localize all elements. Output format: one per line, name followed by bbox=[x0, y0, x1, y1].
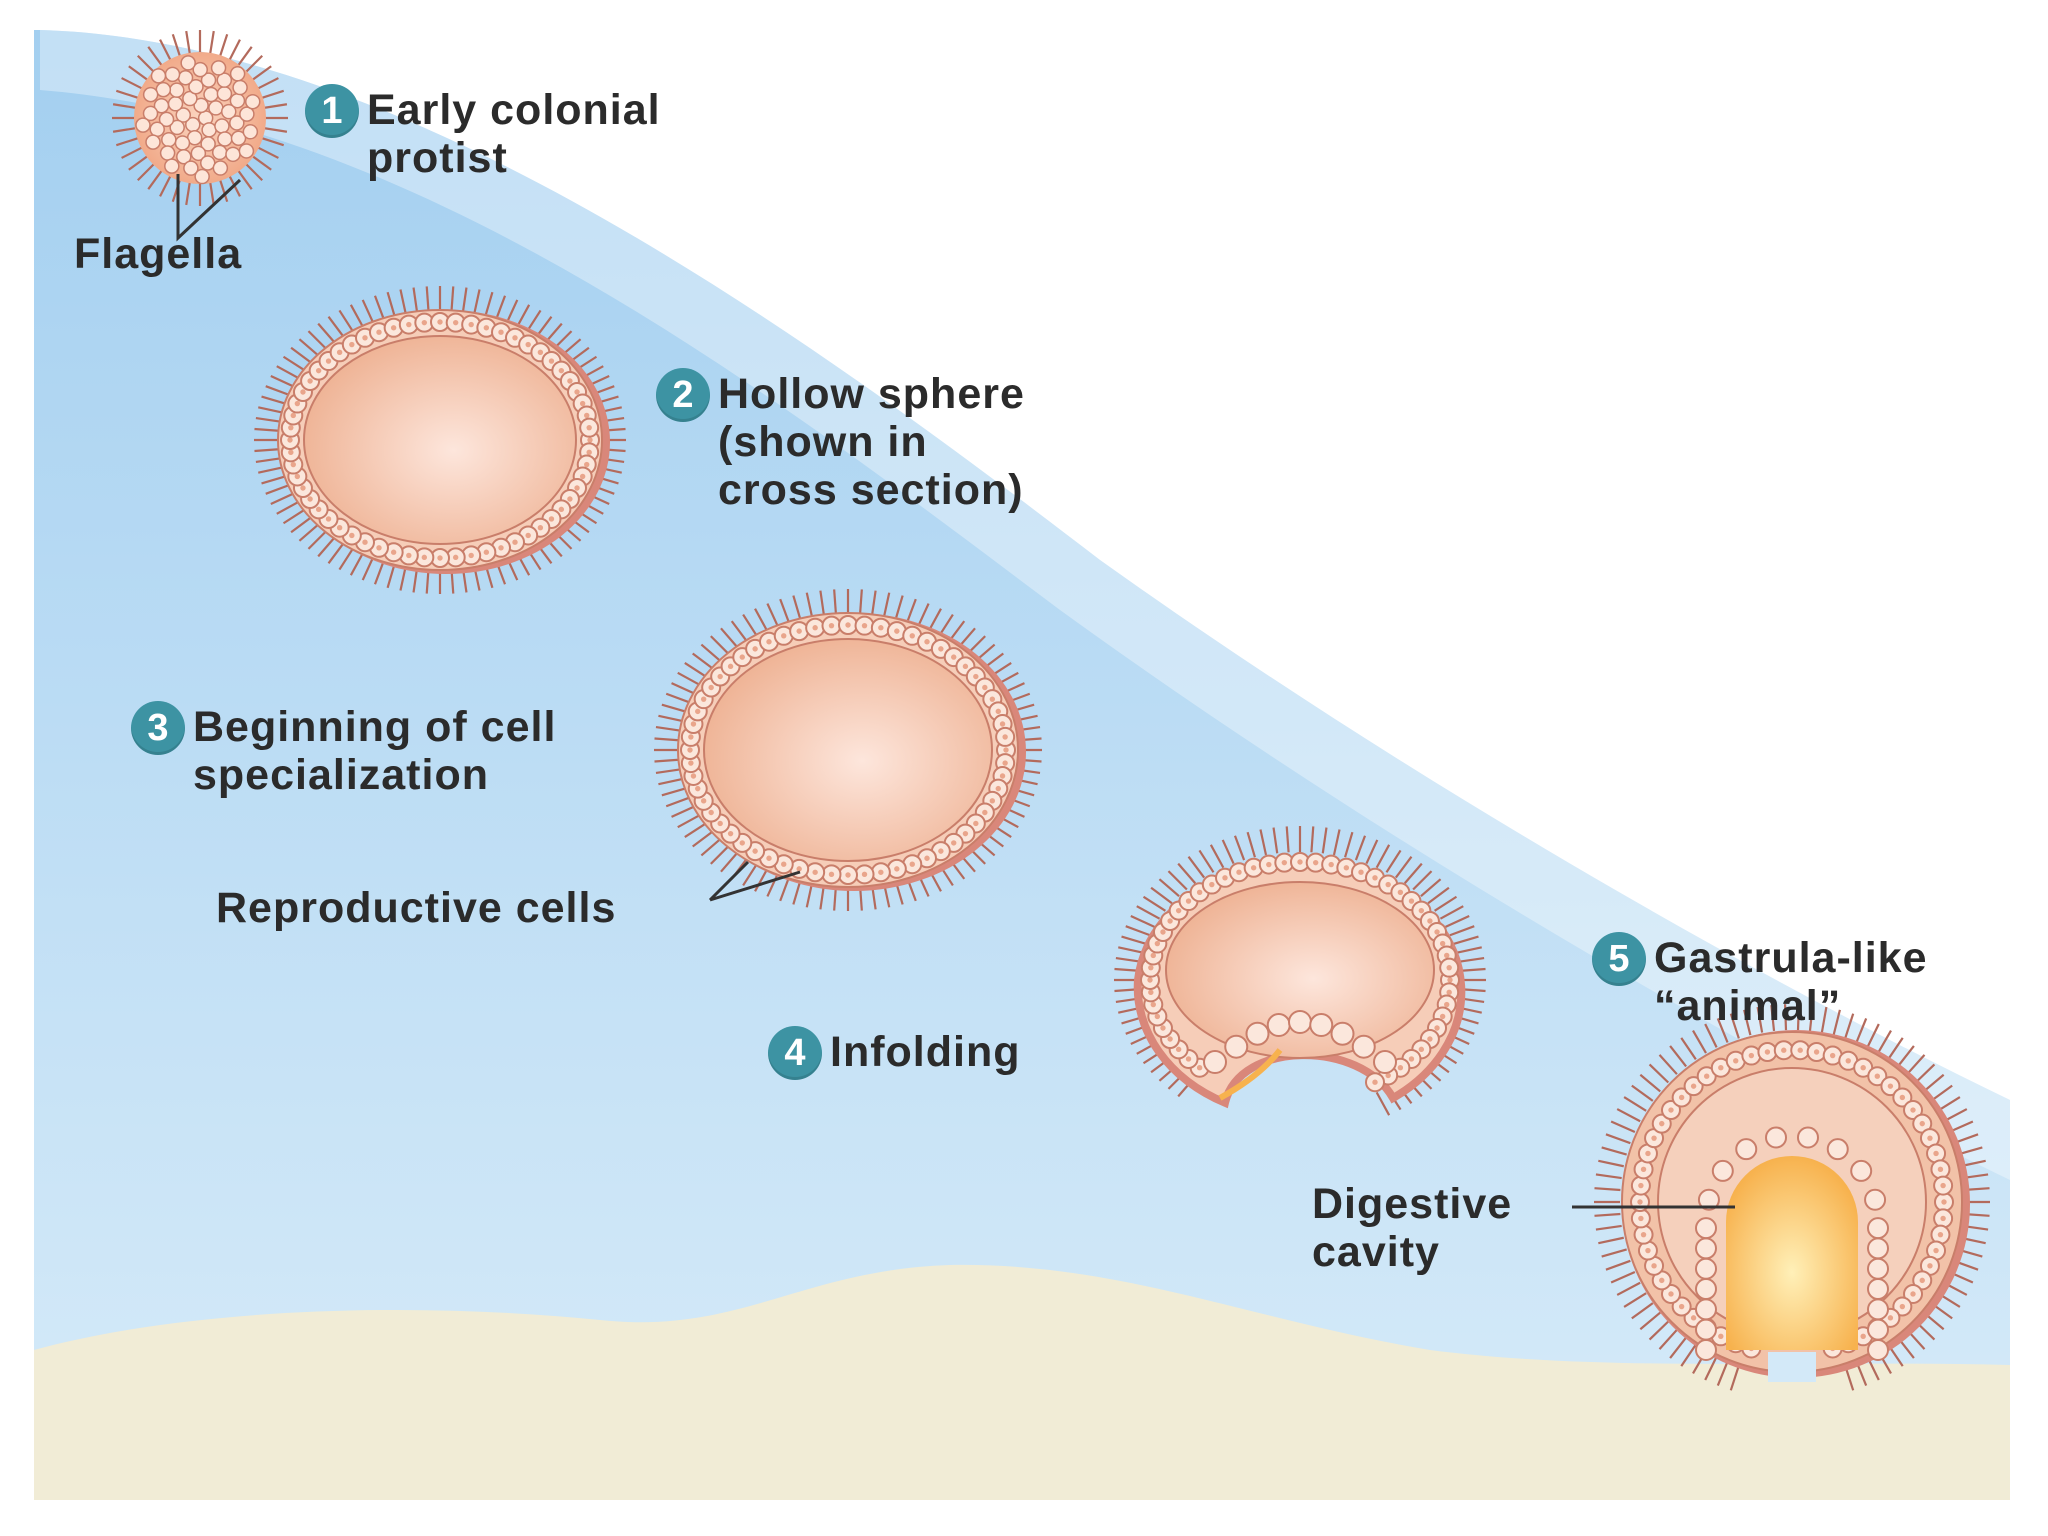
water-haze bbox=[40, 30, 2010, 1180]
step-5: 5 Gastrula-like “animal” bbox=[1592, 932, 1928, 1030]
step-5-badge: 5 bbox=[1592, 932, 1646, 986]
digestive-cavity-label: Digestive cavity bbox=[1312, 1180, 1513, 1276]
pointer-lines bbox=[176, 174, 1735, 1209]
early-colonial-protist bbox=[112, 30, 288, 206]
step-5-label: Gastrula-like “animal” bbox=[1654, 934, 1928, 1030]
step-4-badge: 4 bbox=[768, 1026, 822, 1080]
step-4: 4 Infolding bbox=[768, 1026, 1021, 1080]
gastrula-organism bbox=[1594, 1004, 1990, 1391]
step-3: 3 Beginning of cell specialization bbox=[131, 701, 557, 799]
step-1-label: Early colonial protist bbox=[367, 86, 661, 182]
step-1: 1 Early colonial protist bbox=[305, 84, 661, 182]
hollow-sphere bbox=[254, 286, 626, 594]
reproductive-pointer bbox=[708, 860, 801, 902]
step-4-label: Infolding bbox=[830, 1028, 1021, 1076]
step-3-badge: 3 bbox=[131, 701, 185, 755]
step-2: 2 Hollow sphere (shown in cross section) bbox=[656, 368, 1025, 514]
infolding-organism bbox=[1114, 826, 1486, 1116]
step-2-label: Hollow sphere (shown in cross section) bbox=[718, 370, 1025, 514]
flagella-pointer bbox=[176, 174, 242, 242]
step-3-label: Beginning of cell specialization bbox=[193, 703, 557, 799]
sea-floor bbox=[34, 1264, 2010, 1500]
specialized-sphere bbox=[654, 589, 1042, 911]
flagella-label: Flagella bbox=[74, 230, 243, 278]
reproductive-cells-label: Reproductive cells bbox=[216, 884, 617, 932]
step-1-badge: 1 bbox=[305, 84, 359, 138]
step-2-badge: 2 bbox=[656, 368, 710, 422]
